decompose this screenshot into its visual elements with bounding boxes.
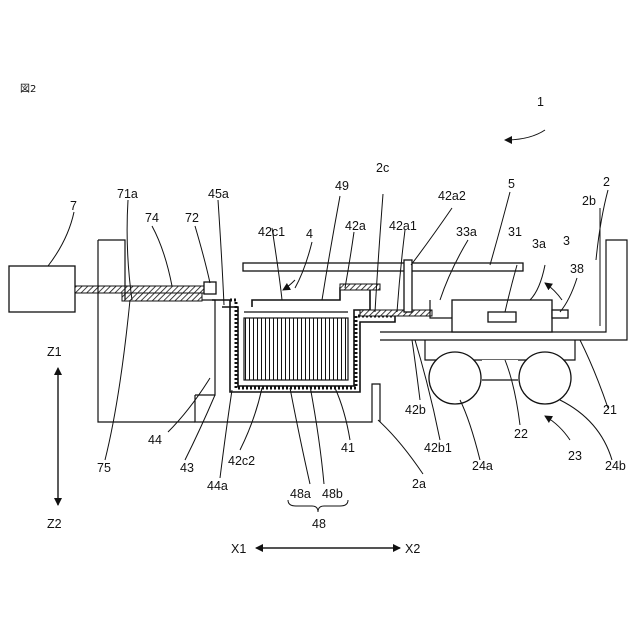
label-33a: 33a bbox=[456, 225, 477, 239]
label-41: 41 bbox=[341, 441, 355, 455]
label-31: 31 bbox=[508, 225, 522, 239]
left-support-block bbox=[98, 240, 195, 422]
label-45a: 45a bbox=[208, 187, 229, 201]
label-44a: 44a bbox=[207, 479, 228, 493]
label-48b: 48b bbox=[322, 487, 343, 501]
axis-label-x1: X1 bbox=[231, 542, 246, 556]
label-22: 22 bbox=[514, 427, 528, 441]
label-48a: 48a bbox=[290, 487, 311, 501]
channel-hatch bbox=[360, 310, 432, 316]
label-7: 7 bbox=[70, 199, 77, 213]
label-42b1: 42b1 bbox=[424, 441, 452, 455]
label-43: 43 bbox=[180, 461, 194, 475]
label-42a: 42a bbox=[345, 219, 366, 233]
label-48: 48 bbox=[312, 517, 326, 531]
part-72 bbox=[204, 282, 216, 294]
axis-label-x2: X2 bbox=[405, 542, 420, 556]
part-38 bbox=[552, 310, 568, 318]
tube-74 bbox=[75, 286, 205, 293]
label-2c: 2c bbox=[376, 161, 389, 175]
label-3a: 3a bbox=[532, 237, 546, 251]
label-72: 72 bbox=[185, 211, 199, 225]
label-42c2: 42c2 bbox=[228, 454, 255, 468]
bracket-33a bbox=[430, 300, 452, 318]
wheel-24b bbox=[519, 352, 571, 404]
label-4: 4 bbox=[306, 227, 313, 241]
label-49: 49 bbox=[335, 179, 349, 193]
label-23: 23 bbox=[568, 449, 582, 463]
part-31 bbox=[488, 312, 516, 322]
label-24b: 24b bbox=[605, 459, 626, 473]
label-44: 44 bbox=[148, 433, 162, 447]
wheel-gap bbox=[482, 360, 518, 380]
control-unit-box bbox=[9, 266, 75, 312]
label-42a2: 42a2 bbox=[438, 189, 466, 203]
label-74: 74 bbox=[145, 211, 159, 225]
label-2: 2 bbox=[603, 175, 610, 189]
label-2b: 2b bbox=[582, 194, 596, 208]
label-3: 3 bbox=[563, 234, 570, 248]
label-21: 21 bbox=[603, 403, 617, 417]
figure-title: 図2 bbox=[20, 83, 36, 95]
label-2a: 2a bbox=[412, 477, 426, 491]
wheel-24a bbox=[429, 352, 481, 404]
brace-48 bbox=[288, 500, 348, 512]
lid-plate-5 bbox=[243, 263, 523, 271]
label-75: 75 bbox=[97, 461, 111, 475]
axis-label-z1: Z1 bbox=[47, 345, 62, 359]
label-1: 1 bbox=[537, 95, 544, 109]
label-71a: 71a bbox=[117, 187, 138, 201]
electrode-stack bbox=[244, 318, 348, 380]
label-24a: 24a bbox=[472, 459, 493, 473]
label-38: 38 bbox=[570, 262, 584, 276]
label-42b: 42b bbox=[405, 403, 426, 417]
label-42a1: 42a1 bbox=[389, 219, 417, 233]
structure-drawing bbox=[9, 240, 627, 422]
label-5: 5 bbox=[508, 177, 515, 191]
probe-42a2 bbox=[404, 260, 412, 312]
label-42c1: 42c1 bbox=[258, 225, 285, 239]
member-75 bbox=[122, 293, 202, 301]
axis-label-z2: Z2 bbox=[47, 517, 62, 531]
